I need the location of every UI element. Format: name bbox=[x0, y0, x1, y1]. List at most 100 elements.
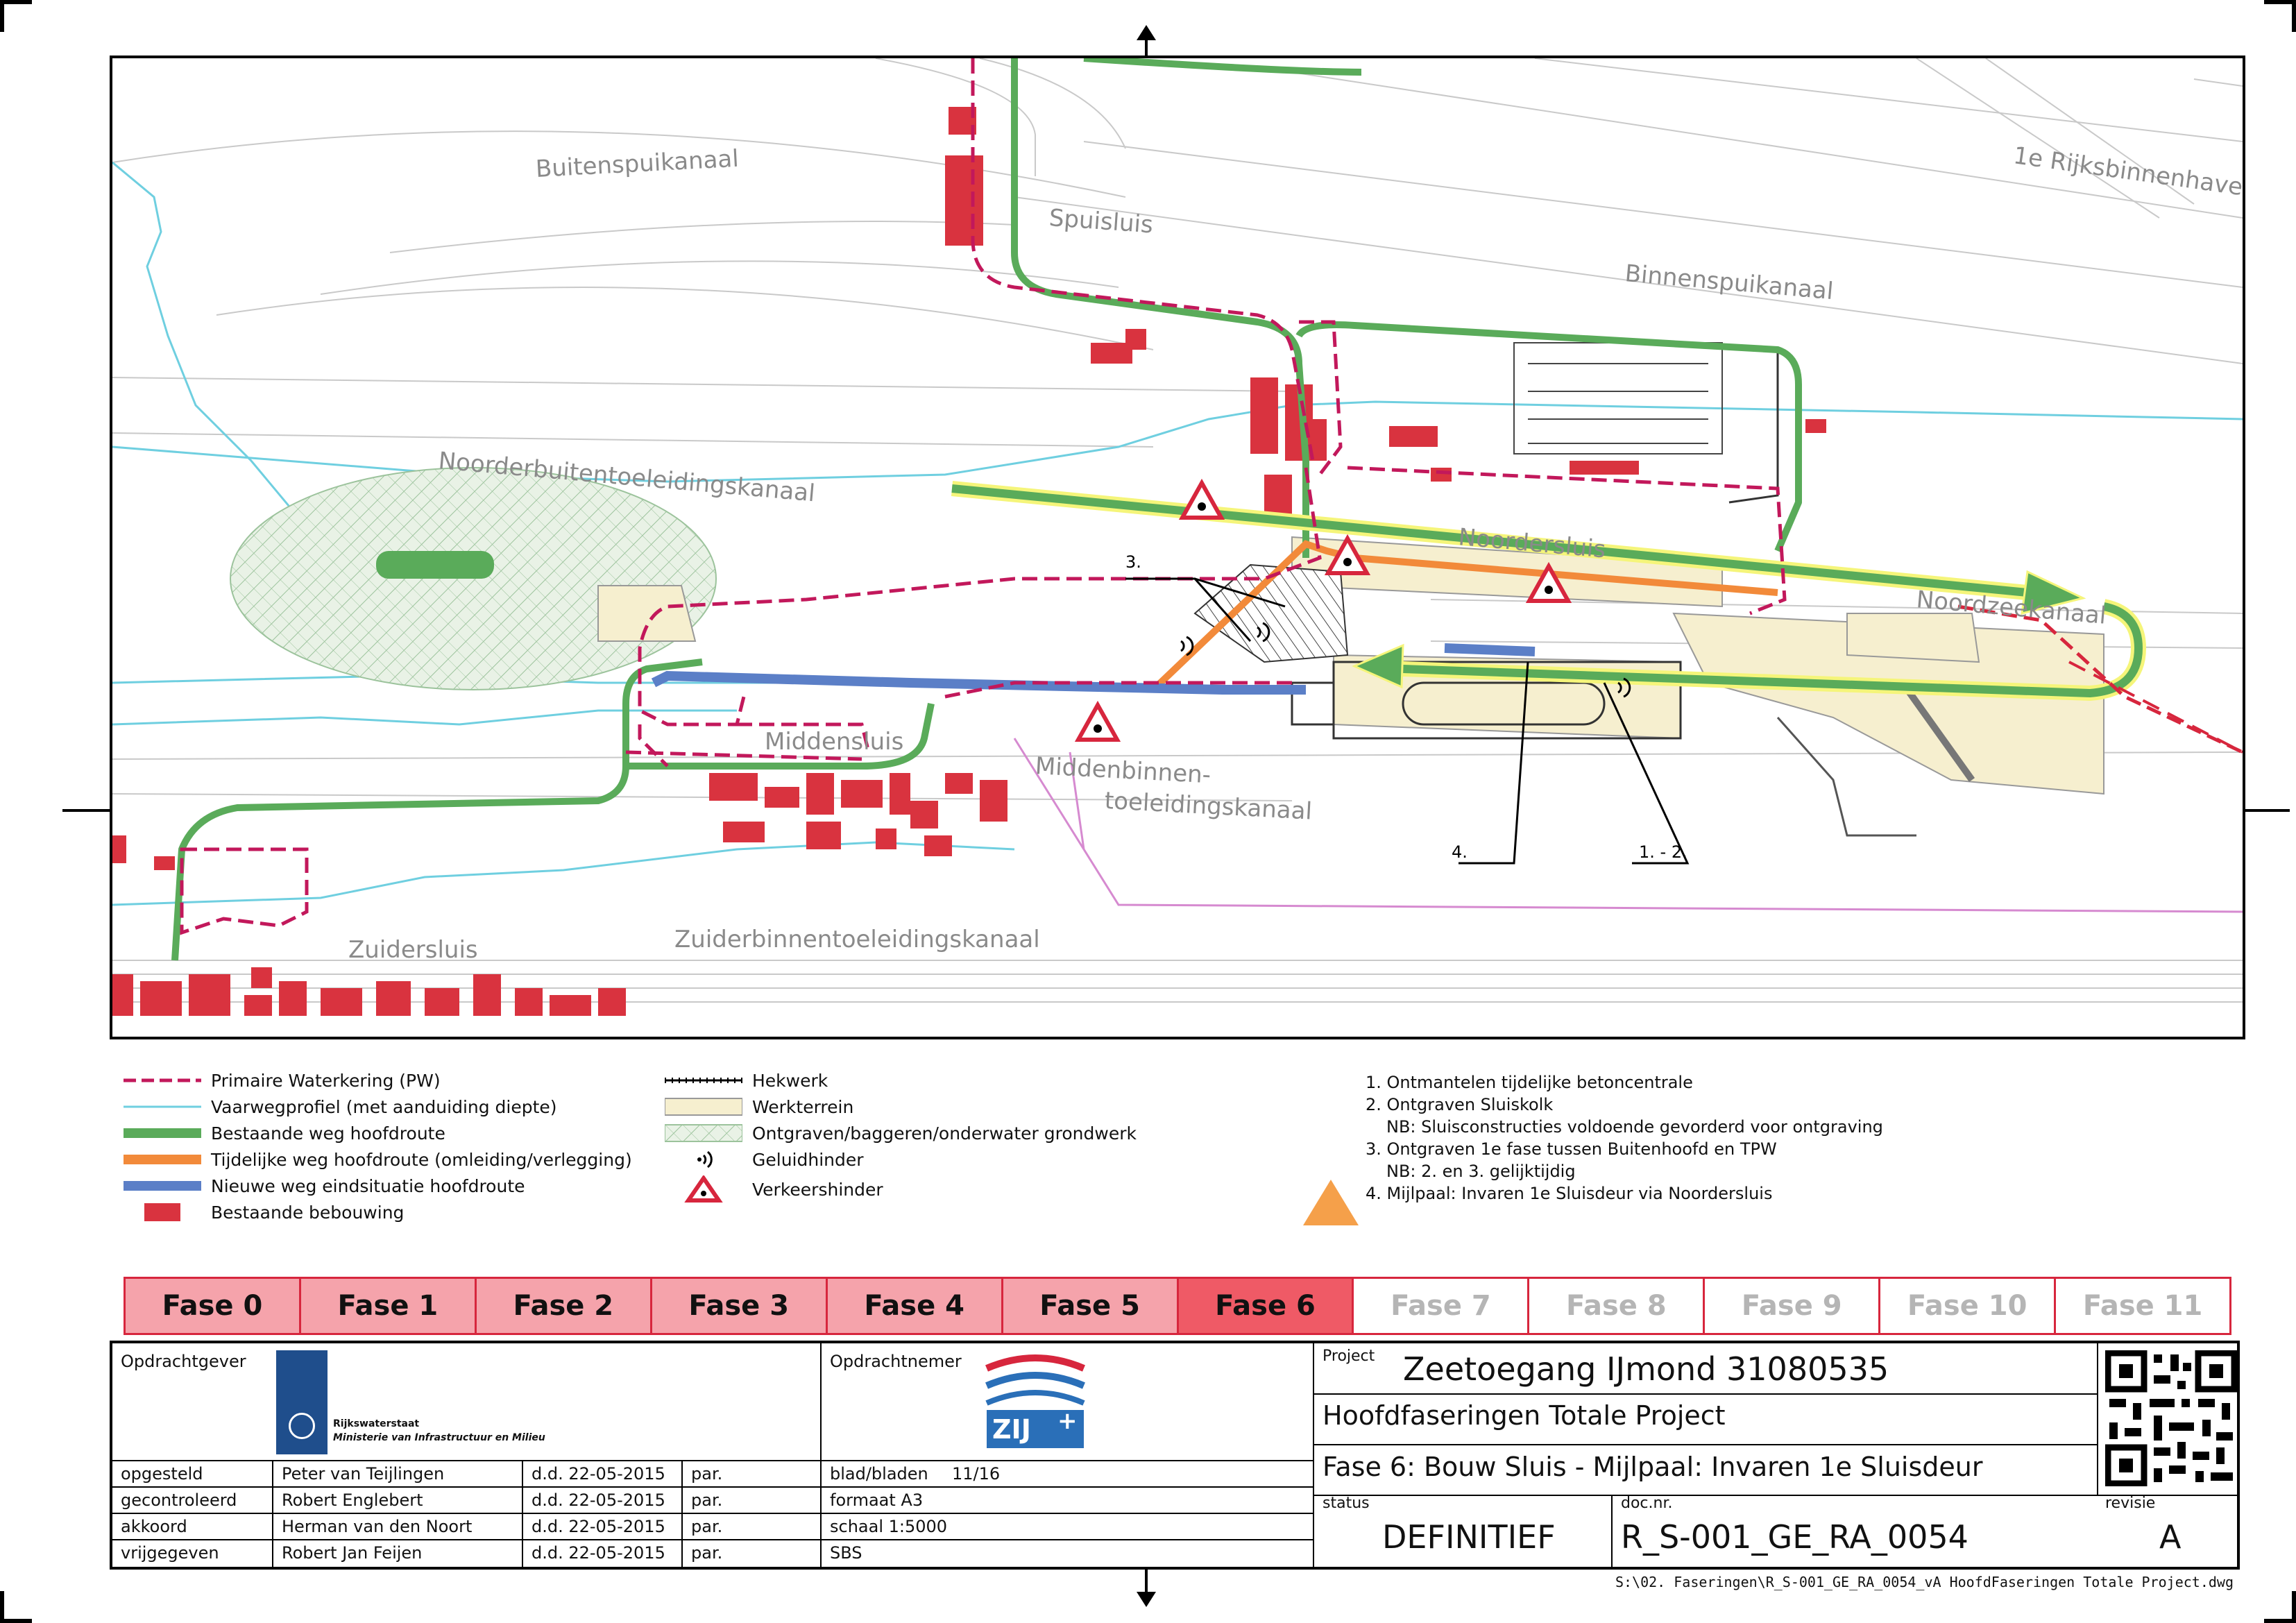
corner-mark-br bbox=[2264, 1591, 2296, 1623]
divider bbox=[1313, 1343, 1314, 1567]
note-2: 2. Ontgraven Sluiskolk bbox=[1366, 1095, 1554, 1114]
blad-value: 11/16 bbox=[952, 1464, 1001, 1484]
label-zuiderbinnentoeleidingskanaal: Zuiderbinnentoeleidingskanaal bbox=[674, 926, 1040, 953]
status-value: DEFINITIEF bbox=[1382, 1518, 1556, 1556]
site-map bbox=[112, 58, 2243, 1016]
phase-4[interactable]: Fase 4 bbox=[827, 1279, 1003, 1333]
row-name: Peter van Teijlingen bbox=[282, 1464, 445, 1484]
buildings bbox=[112, 107, 1826, 1016]
divider bbox=[2097, 1343, 2098, 1495]
note-2-nb: NB: Sluisconstructies voldoende gevorder… bbox=[1386, 1117, 1883, 1137]
legend: Primaire Waterkering (PW) Vaarwegprofiel… bbox=[110, 1069, 2240, 1263]
note-3: 3. Ontgraven 1e fase tussen Buitenhoofd … bbox=[1366, 1139, 1777, 1159]
existing-main-road bbox=[171, 58, 1802, 961]
phase-1[interactable]: Fase 1 bbox=[300, 1279, 477, 1333]
project-label: Project bbox=[1323, 1348, 1375, 1365]
phase-bar: Fase 0 Fase 1 Fase 2 Fase 3 Fase 4 Fase … bbox=[124, 1277, 2231, 1335]
divider bbox=[1313, 1444, 2097, 1445]
legend-symbol-buildings bbox=[124, 1203, 201, 1221]
legend-label: Ontgraven/baggeren/onderwater grondwerk bbox=[752, 1123, 1137, 1144]
row-name: Herman van den Noort bbox=[282, 1517, 473, 1536]
opdrachtnemer-label: Opdrachtnemer bbox=[830, 1352, 962, 1371]
phase-5[interactable]: Fase 5 bbox=[1003, 1279, 1179, 1333]
row-date: d.d. 22-05-2015 bbox=[532, 1464, 665, 1484]
boundary-line-pink-2 bbox=[1069, 751, 1085, 850]
row-role: vrijgegeven bbox=[121, 1543, 219, 1563]
rws-name: Rijkswaterstaat bbox=[333, 1418, 420, 1429]
row-date: d.d. 22-05-2015 bbox=[532, 1490, 665, 1510]
divider bbox=[1611, 1495, 1613, 1567]
project-name: Zeetoegang IJmond 31080535 bbox=[1403, 1350, 1889, 1388]
legend-item-temporary-road: Tijdelijke weg hoofdroute (omleiding/ver… bbox=[124, 1148, 632, 1171]
legend-symbol-dredging bbox=[664, 1124, 743, 1142]
opdrachtgever-label: Opdrachtgever bbox=[121, 1352, 246, 1371]
legend-item-new-road: Nieuwe weg eindsituatie hoofdroute bbox=[124, 1174, 525, 1198]
legend-label: Tijdelijke weg hoofdroute (omleiding/ver… bbox=[211, 1149, 632, 1170]
phase-6[interactable]: Fase 6 bbox=[1178, 1279, 1354, 1333]
legend-item-existing-road: Bestaande weg hoofdroute bbox=[124, 1121, 445, 1145]
row-name: Robert Englebert bbox=[282, 1490, 423, 1510]
blad-label: blad/bladen bbox=[830, 1464, 928, 1484]
zij-waves-icon bbox=[985, 1354, 1085, 1448]
rws-ministry: Ministerie van Infrastructuur en Milieu bbox=[333, 1432, 545, 1443]
legend-item-pw: Primaire Waterkering (PW) bbox=[124, 1069, 441, 1092]
parking-lot bbox=[1513, 342, 1723, 454]
legend-item-buildings: Bestaande bebouwing bbox=[124, 1200, 404, 1224]
new-lock-chamber bbox=[1291, 661, 1682, 740]
subtitle-2: Fase 6: Bouw Sluis - Mijlpaal: Invaren 1… bbox=[1323, 1452, 1983, 1482]
row-par: par. bbox=[691, 1464, 723, 1484]
corner-mark-tr bbox=[2264, 0, 2296, 32]
phase-7[interactable]: Fase 7 bbox=[1354, 1279, 1530, 1333]
legend-symbol-new-road bbox=[124, 1177, 201, 1195]
fence-segment bbox=[1728, 350, 1779, 504]
legend-label: Werkterrein bbox=[752, 1096, 854, 1117]
crown-emblem-icon bbox=[289, 1413, 315, 1439]
row-par: par. bbox=[691, 1543, 723, 1563]
zij-logo: ZIJ + bbox=[980, 1348, 1091, 1452]
note-3-nb: NB: 2. en 3. gelijktijdig bbox=[1386, 1162, 1576, 1181]
legend-symbol-waterway bbox=[124, 1098, 201, 1116]
revisie-value: A bbox=[2159, 1518, 2182, 1556]
status-label: status bbox=[1323, 1495, 1370, 1512]
note-4: 4. Mijlpaal: Invaren 1e Sluisdeur via No… bbox=[1366, 1184, 1773, 1203]
docnr-value: R_S-001_GE_RA_0054 bbox=[1621, 1518, 1968, 1556]
phase-0[interactable]: Fase 0 bbox=[126, 1279, 301, 1333]
red-dashed-boundary bbox=[2068, 661, 2243, 754]
revisie-label: revisie bbox=[2105, 1495, 2156, 1512]
callout-4: 4. bbox=[1452, 842, 1468, 862]
fence-segment-2 bbox=[1776, 717, 1916, 837]
boundary-line-pink bbox=[1013, 738, 2243, 913]
bottom-center-tick bbox=[1145, 1568, 1148, 1596]
callout-leaders bbox=[1125, 577, 1690, 865]
traffic-warning-icons bbox=[1074, 478, 1572, 742]
phase-3[interactable]: Fase 3 bbox=[652, 1279, 828, 1333]
divider bbox=[112, 1460, 1313, 1461]
divider bbox=[820, 1486, 1313, 1488]
corner-mark-bl bbox=[0, 1591, 32, 1623]
phase-8[interactable]: Fase 8 bbox=[1529, 1279, 1706, 1333]
phase-9[interactable]: Fase 9 bbox=[1705, 1279, 1881, 1333]
phase-2[interactable]: Fase 2 bbox=[476, 1279, 652, 1333]
legend-symbol-temporary-road bbox=[124, 1150, 201, 1169]
legend-item-fence: Hekwerk bbox=[665, 1069, 828, 1092]
phase-10[interactable]: Fase 10 bbox=[1880, 1279, 2057, 1333]
divider bbox=[112, 1513, 820, 1514]
row-role: opgesteld bbox=[121, 1464, 203, 1484]
schaal: schaal 1:5000 bbox=[830, 1517, 948, 1536]
legend-item-noise: Geluidhinder bbox=[665, 1148, 864, 1171]
legend-label: Bestaande weg hoofdroute bbox=[211, 1123, 445, 1144]
subtitle-1: Hoofdfaseringen Totale Project bbox=[1323, 1400, 1726, 1431]
right-center-tick bbox=[2213, 809, 2290, 812]
plus-icon: + bbox=[1057, 1407, 1078, 1435]
legend-label: Primaire Waterkering (PW) bbox=[211, 1070, 441, 1091]
phase-11[interactable]: Fase 11 bbox=[2056, 1279, 2230, 1333]
legend-label: Hekwerk bbox=[752, 1070, 828, 1091]
ship-icon bbox=[376, 551, 494, 579]
legend-symbol-existing-road bbox=[124, 1124, 201, 1142]
milestone-triangle-icon bbox=[1303, 1180, 1359, 1225]
row-date: d.d. 22-05-2015 bbox=[532, 1543, 665, 1563]
legend-symbol-fence bbox=[665, 1071, 742, 1089]
qr-code-icon bbox=[2104, 1350, 2238, 1487]
row-role: akkoord bbox=[121, 1517, 187, 1536]
divider bbox=[272, 1460, 273, 1567]
